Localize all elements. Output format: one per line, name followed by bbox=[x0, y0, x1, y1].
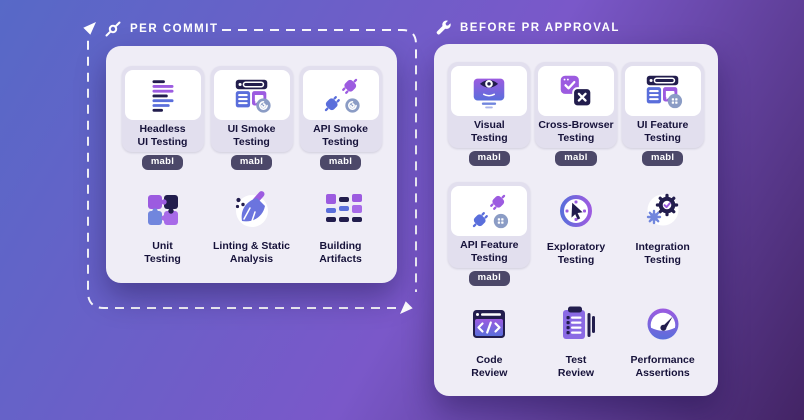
per-commit-row-2: Unit Testing Linting & Static Analysis bbox=[118, 188, 385, 266]
step-label: Code Review bbox=[471, 354, 508, 379]
mabl-spiral-badge bbox=[255, 98, 271, 113]
step-linting-static-analysis: Linting & Static Analysis bbox=[213, 188, 290, 266]
step-exploratory-testing: Exploratory Testing bbox=[547, 182, 605, 267]
step-ui-smoke-testing: UI Smoke Testing mabl bbox=[210, 66, 293, 171]
step-card: Headless UI Testing bbox=[121, 66, 204, 152]
before-pr-row-1: Visual Testing mabl Cross- bbox=[446, 62, 706, 167]
mabl-tag: mabl bbox=[641, 150, 684, 167]
visual-testing-icon bbox=[451, 66, 528, 116]
flow-arrow-sw-icon bbox=[400, 301, 413, 314]
mabl-tag: mabl bbox=[319, 154, 362, 171]
mabl-tag: mabl bbox=[141, 154, 184, 171]
step-headless-ui-testing: Headless UI Testing mabl bbox=[121, 66, 204, 171]
step-label: Exploratory Testing bbox=[546, 241, 606, 266]
api-feature-testing-icon bbox=[451, 186, 528, 237]
step-label: Visual Testing bbox=[471, 119, 508, 144]
wrench-icon bbox=[436, 20, 451, 35]
ui-feature-testing-icon bbox=[624, 66, 701, 116]
step-label: Building Artifacts bbox=[319, 240, 362, 265]
step-label: Integration Testing bbox=[635, 241, 690, 266]
step-building-artifacts: Building Artifacts bbox=[319, 188, 363, 266]
before-pr-approval-panel: Visual Testing mabl Cross- bbox=[434, 44, 718, 396]
step-cross-browser-testing: Cross-Browser Testing mabl bbox=[534, 62, 617, 167]
api-smoke-testing-icon bbox=[302, 70, 379, 120]
step-label: Performance Assertions bbox=[630, 354, 695, 379]
step-label: API Feature Testing bbox=[460, 239, 519, 264]
step-label: API Smoke Testing bbox=[313, 123, 368, 148]
mabl-grid-badge bbox=[667, 93, 682, 109]
test-review-icon bbox=[554, 302, 598, 346]
mabl-tag: mabl bbox=[555, 150, 597, 167]
step-test-review: Test Review bbox=[554, 302, 598, 380]
step-card: API Feature Testing bbox=[448, 182, 531, 268]
step-label: Cross-Browser Testing bbox=[538, 119, 614, 144]
integration-testing-icon bbox=[641, 189, 685, 233]
ui-smoke-testing-icon bbox=[213, 70, 290, 120]
step-label: UI Smoke Testing bbox=[227, 123, 276, 148]
mabl-spiral-badge bbox=[344, 98, 360, 113]
step-api-feature-testing: API Feature Testing mabl bbox=[448, 182, 531, 287]
building-artifacts-icon bbox=[319, 188, 363, 232]
step-card: API Smoke Testing bbox=[299, 66, 382, 152]
commit-icon bbox=[105, 21, 121, 37]
before-pr-row-2: API Feature Testing mabl Exploratory bbox=[446, 182, 706, 287]
step-ui-feature-testing: UI Feature Testing mabl bbox=[621, 62, 704, 167]
step-card: Visual Testing bbox=[448, 62, 531, 148]
step-label: Linting & Static Analysis bbox=[213, 240, 290, 265]
per-commit-row-1: Headless UI Testing mabl bbox=[118, 66, 385, 171]
mabl-grid-badge bbox=[494, 213, 509, 229]
step-performance-assertions: Performance Assertions bbox=[631, 302, 695, 380]
step-label: UI Feature Testing bbox=[636, 119, 689, 144]
mabl-tag: mabl bbox=[468, 150, 511, 167]
step-label: Headless UI Testing bbox=[137, 123, 188, 148]
mabl-tag: mabl bbox=[230, 154, 273, 171]
step-unit-testing: Unit Testing bbox=[141, 188, 185, 266]
step-visual-testing: Visual Testing mabl bbox=[448, 62, 531, 167]
step-label: Unit Testing bbox=[144, 240, 181, 265]
step-card: Cross-Browser Testing bbox=[534, 62, 617, 148]
per-commit-title: PER COMMIT bbox=[130, 23, 219, 35]
cross-browser-testing-icon bbox=[537, 66, 614, 116]
mabl-tag: mabl bbox=[468, 270, 511, 287]
per-commit-panel: Headless UI Testing mabl bbox=[106, 46, 397, 283]
flow-arrow-ne-icon bbox=[83, 22, 96, 35]
before-pr-approval-header: BEFORE PR APPROVAL bbox=[436, 20, 620, 36]
performance-assertions-icon bbox=[641, 302, 685, 346]
step-api-smoke-testing: API Smoke Testing mabl bbox=[299, 66, 382, 171]
linting-static-analysis-icon bbox=[230, 188, 274, 232]
step-label: Test Review bbox=[557, 354, 595, 379]
step-code-review: Code Review bbox=[467, 302, 511, 380]
step-card: UI Smoke Testing bbox=[210, 66, 293, 152]
headless-ui-testing-icon bbox=[124, 70, 201, 120]
step-integration-testing: Integration Testing bbox=[636, 182, 690, 267]
per-commit-header: PER COMMIT bbox=[104, 20, 218, 38]
before-pr-approval-title: BEFORE PR APPROVAL bbox=[460, 22, 620, 34]
before-pr-row-3: Code Review bbox=[446, 302, 706, 380]
code-review-icon bbox=[467, 302, 511, 346]
exploratory-testing-icon bbox=[554, 189, 598, 233]
unit-testing-icon bbox=[141, 188, 185, 232]
step-card: UI Feature Testing bbox=[621, 62, 704, 148]
